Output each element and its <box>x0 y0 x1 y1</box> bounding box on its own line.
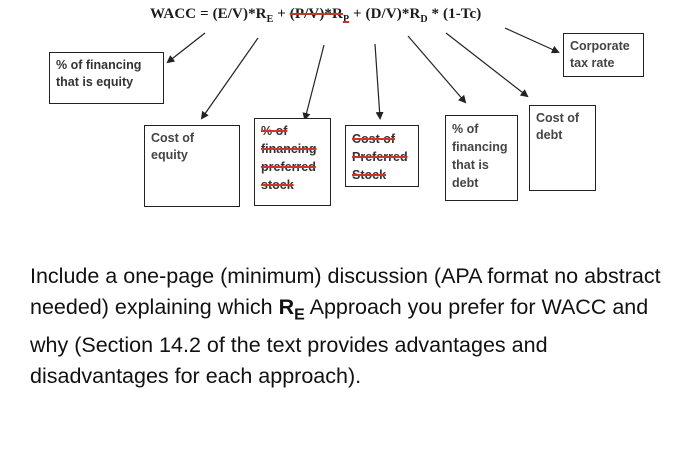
arrow-to-cost-preferred <box>374 43 384 120</box>
arrow-to-preferred-financing <box>302 44 325 121</box>
box-corporate-tax: Corporate tax rate <box>563 33 644 77</box>
box-equity-financing: % of financing that is equity <box>49 52 164 104</box>
box-cost-equity: Cost of equity <box>144 125 240 207</box>
preferred-term-struck: (P/V)*RP <box>289 6 350 25</box>
re-symbol: RE <box>278 295 305 324</box>
arrow-layer <box>166 27 560 121</box>
assignment-instructions: Include a one-page (minimum) discussion … <box>30 264 661 389</box>
box-cost-debt: Cost of debt <box>529 105 596 191</box>
box-debt-financing: % of financing that is debt <box>445 115 518 201</box>
arrow-to-cost-debt <box>445 32 529 98</box>
arrow-to-corporate-tax <box>504 27 560 54</box>
box-cost-preferred: Cost of Preferred Stock <box>345 125 419 187</box>
wacc-formula: WACC = (E/V)*RE + (P/V)*RP + (D/V)*RD * … <box>150 6 482 25</box>
box-preferred-financing: % of financing preferred stock <box>254 118 331 206</box>
arrow-to-debt-financing <box>407 35 467 104</box>
arrow-to-equity-financing <box>166 32 206 64</box>
arrow-to-cost-equity <box>200 37 259 120</box>
